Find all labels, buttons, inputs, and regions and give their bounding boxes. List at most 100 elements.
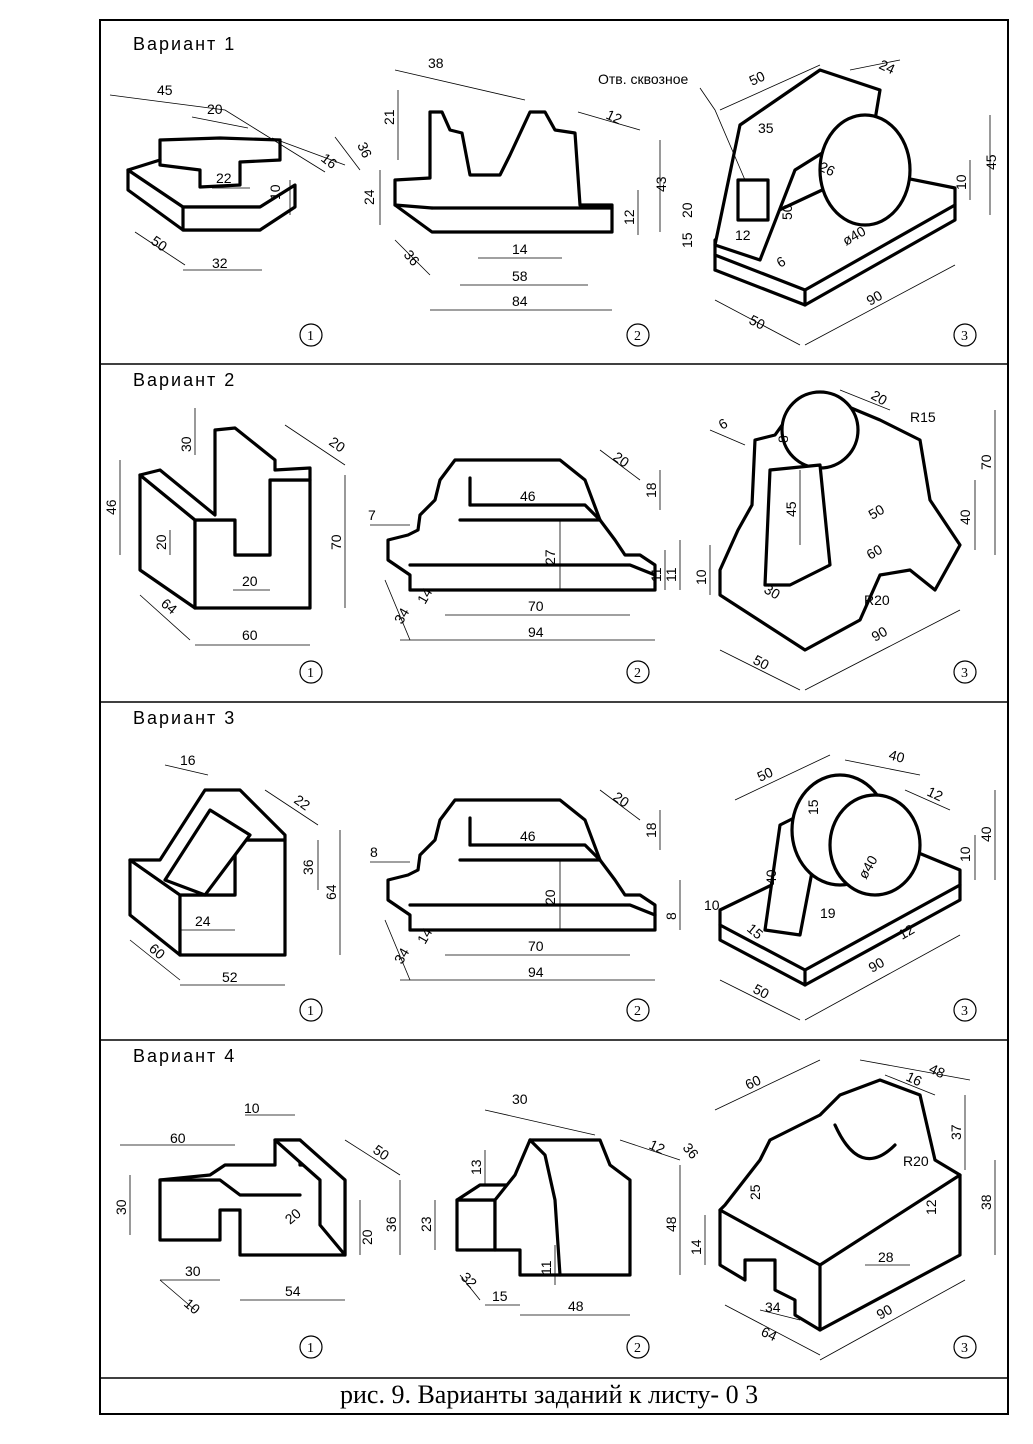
part-number: 3	[961, 666, 968, 681]
dimension-label: 15	[492, 1288, 508, 1304]
dimension-label: 10	[693, 569, 709, 585]
dimension-label: 34	[391, 605, 413, 627]
part-number-badge	[626, 323, 650, 347]
part-body	[138, 426, 312, 557]
part-face	[273, 1138, 347, 1257]
dimension-label: 70	[328, 534, 344, 550]
part-slot	[763, 463, 832, 587]
dimension-line	[344, 1139, 401, 1176]
part-edge	[408, 563, 657, 577]
dimension-label: 30	[512, 1091, 528, 1107]
dimension-label: 30	[178, 436, 194, 452]
dimension-line	[859, 1059, 971, 1081]
variant-4-part-3: 60 48 16 37 R20 25 38 14 12 28 34 64 90 …	[688, 1059, 996, 1361]
dimension-label: 14	[688, 1239, 704, 1255]
part-number: 1	[307, 1004, 314, 1019]
dimension-label: 12	[925, 783, 946, 804]
part-edge	[528, 1138, 562, 1277]
dimension-label: 25	[747, 1184, 763, 1200]
dimension-label: 24	[877, 56, 898, 77]
dimension-label: 20	[207, 101, 223, 117]
dimension-label: 50	[370, 1141, 392, 1163]
dimension-line	[884, 1074, 936, 1096]
dimension-label: 18	[643, 822, 659, 838]
variant-label: Вариант 3	[133, 708, 236, 728]
dimension-line	[719, 64, 821, 111]
dimension-label: 94	[528, 624, 544, 640]
dimension-label: 10	[704, 897, 720, 913]
dimension-line	[714, 1059, 821, 1111]
dimension-label: 11	[648, 567, 664, 582]
dimension-label: 12	[647, 1136, 668, 1157]
variant-label: Вариант 2	[133, 370, 236, 390]
part-edge	[713, 203, 957, 307]
variant-2-part-1: 30 20 46 20 70 20 64 60 1	[103, 408, 348, 684]
dimension-label: 94	[528, 964, 544, 980]
dimension-label: 35	[758, 120, 774, 136]
variant-3-part-2: 20 46 18 8 20 8 70 14 34 94 2	[370, 788, 681, 1022]
part-body	[158, 136, 282, 189]
dimension-label: 48	[927, 1060, 948, 1081]
dimension-label: 52	[222, 969, 238, 985]
part-number-badge	[299, 660, 323, 684]
variant-3: Вариант 3 16 22 36 64 24 60 52 1	[128, 708, 996, 1022]
part-number: 2	[634, 1341, 641, 1356]
figure-caption: рис. 9. Варианты заданий к листу- 0 3	[340, 1380, 758, 1409]
part-number-badge	[299, 1335, 323, 1359]
dimension-label: 50	[747, 311, 768, 332]
part-cylinder	[780, 390, 860, 470]
dimension-label: 20	[242, 573, 258, 589]
dimension-line	[904, 789, 951, 811]
dimension-label: 46	[103, 499, 119, 515]
dimension-label: 14	[414, 585, 436, 607]
dimension-label: 15	[679, 232, 695, 248]
part-number-badge	[626, 660, 650, 684]
part-body	[181, 183, 297, 232]
dimension-label: 90	[864, 287, 886, 309]
dimension-label: 20	[326, 433, 348, 455]
dimension-line	[709, 429, 746, 446]
dimension-line	[271, 137, 346, 166]
dimension-label: 20	[610, 448, 632, 470]
dimension-label: 50	[779, 204, 795, 220]
dimension-label: 36	[401, 247, 423, 269]
dimension-line	[599, 449, 641, 481]
dimension-label: 46	[520, 828, 536, 844]
part-number-badge	[953, 323, 977, 347]
dimension-label: R20	[903, 1153, 929, 1169]
dimension-label: 19	[820, 905, 836, 921]
dimension-line	[284, 424, 346, 466]
dimension-label: 90	[874, 1301, 896, 1323]
through-hole	[736, 178, 770, 222]
dimension-label: 8	[775, 435, 791, 443]
part-edge	[833, 1123, 897, 1161]
dimension-label: 11	[663, 567, 679, 582]
part-number: 3	[961, 329, 968, 344]
dimension-label: 45	[783, 501, 799, 517]
dimension-label: 43	[653, 176, 669, 192]
dimension-label: 10	[181, 1295, 203, 1317]
part-block	[455, 1198, 497, 1252]
dimension-line	[804, 609, 961, 691]
dimension-line	[759, 1309, 801, 1321]
dimension-label: 14	[414, 925, 436, 947]
dimension-line	[804, 264, 956, 346]
dimension-label: 30	[762, 581, 784, 603]
dimension-label: 22	[216, 170, 232, 186]
dimension-label: R15	[910, 409, 936, 425]
variant-1: Вариант 1 45 20 16 36 22 10 24 50 32	[109, 34, 999, 347]
dimension-label: 20	[679, 202, 695, 218]
dimension-line	[699, 87, 746, 181]
dimension-label: R20	[864, 592, 890, 608]
dimension-label: 90	[869, 623, 891, 645]
part-edge	[408, 903, 657, 917]
dimension-label: 34	[765, 1299, 781, 1315]
dimension-label: 40	[887, 746, 906, 766]
dimension-label: 36	[680, 1140, 702, 1162]
dimension-label: 36	[383, 1216, 399, 1232]
dimension-label: 60	[242, 627, 258, 643]
part-body	[718, 1078, 962, 1332]
dimension-line	[577, 111, 641, 131]
dimension-label: 36	[354, 140, 375, 161]
